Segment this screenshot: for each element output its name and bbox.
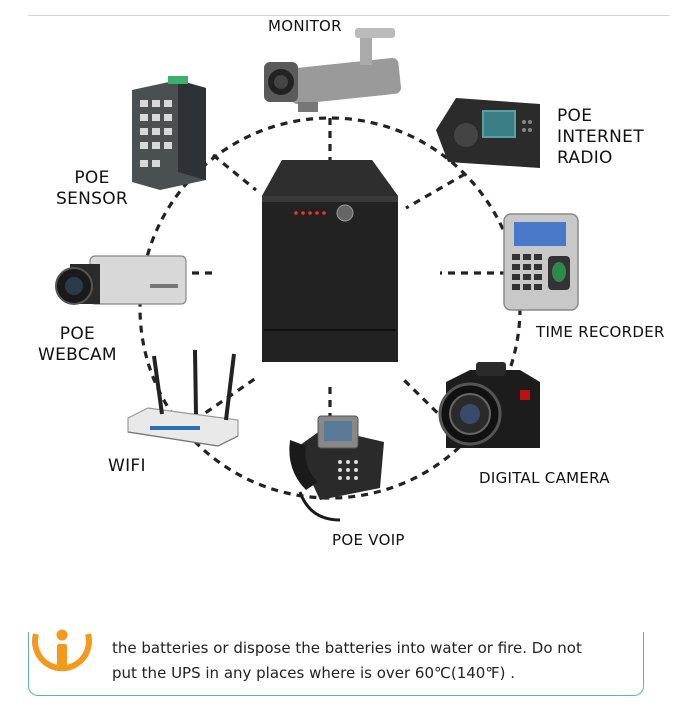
info-icon: [32, 629, 92, 672]
label-digital-camera: DIGITAL CAMERA: [479, 469, 610, 487]
ups-connection-diagram: [55, 28, 579, 522]
label-internet-radio: POE INTERNET RADIO: [557, 106, 644, 168]
label-time-recorder: TIME RECORDER: [536, 323, 665, 341]
webcam-icon: [55, 255, 187, 305]
warning-text: the batteries or dispose the batteries i…: [112, 639, 582, 682]
label-voip: POE VOIP: [332, 531, 405, 549]
warning-box: [28, 632, 644, 696]
network-switch-icon: [132, 76, 206, 190]
label-monitor: MONITOR: [268, 17, 342, 35]
label-wifi: WIFI: [108, 456, 146, 476]
time-clock-icon: [503, 213, 579, 311]
ups-unit-icon: [262, 160, 398, 362]
label-sensor: POE SENSOR: [56, 168, 129, 209]
label-webcam: POE WEBCAM: [38, 324, 117, 365]
internet-radio-icon: [436, 98, 540, 168]
wifi-router-icon: [127, 349, 239, 447]
top-divider: [28, 15, 670, 16]
dslr-camera-icon: [438, 362, 540, 448]
security-camera-icon: [264, 28, 401, 112]
voip-phone-icon: [289, 415, 384, 522]
